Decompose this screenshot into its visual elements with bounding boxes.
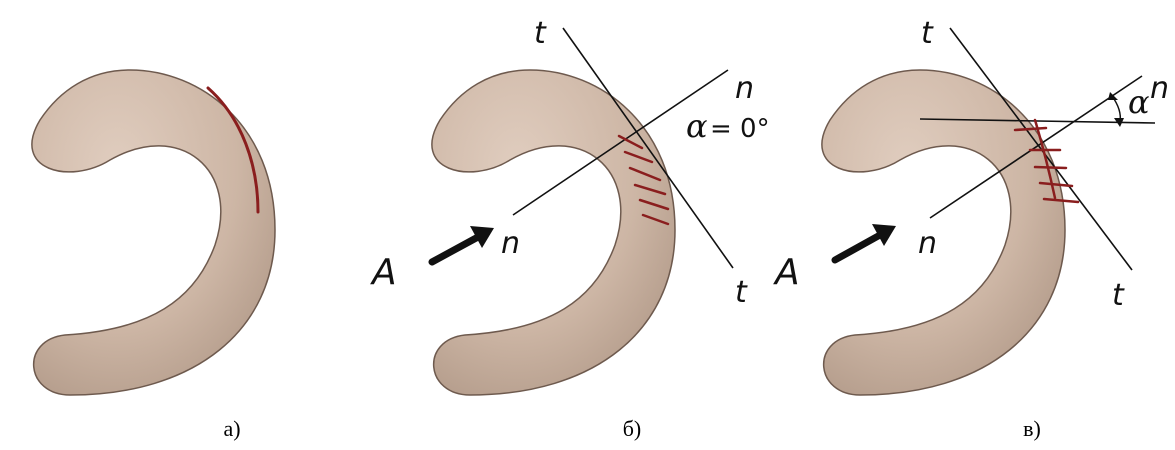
label-t-top: t — [921, 16, 934, 51]
label-alpha: α — [1128, 83, 1150, 121]
label-alpha-value: = 0° — [710, 114, 770, 144]
arc-arrowhead — [1108, 92, 1118, 100]
label-n-top: n — [735, 71, 754, 106]
label-alpha: α — [686, 107, 708, 145]
crack — [206, 86, 260, 214]
label-n-bottom: n — [918, 226, 937, 261]
c-shaped-specimen — [431, 69, 676, 396]
label-a: A — [773, 252, 800, 293]
crack-marks — [617, 134, 670, 226]
label-t-bottom: t — [1112, 278, 1125, 313]
panel-a: а) — [31, 69, 276, 441]
crack-marks — [1013, 118, 1080, 204]
caption-b: б) — [623, 416, 642, 441]
caption-a: а) — [223, 416, 240, 441]
arc-arrowhead — [1114, 118, 1124, 127]
label-n-top: n — [1150, 71, 1169, 106]
label-t-bottom: t — [735, 275, 748, 310]
reference-line — [919, 118, 1156, 124]
load-direction-arrow — [428, 226, 494, 266]
panel-b: t t n n A α = 0° б) — [370, 16, 770, 441]
label-n-bottom: n — [501, 226, 520, 261]
panel-c: t t n n A α в) — [773, 16, 1169, 441]
normal-line — [512, 69, 729, 216]
normal-line — [929, 75, 1143, 219]
label-a: A — [370, 252, 397, 293]
label-t-top: t — [534, 16, 547, 51]
load-direction-arrow — [831, 224, 896, 264]
caption-c: в) — [1023, 416, 1041, 441]
c-shaped-specimen — [31, 69, 276, 396]
tangent-line — [562, 27, 734, 269]
